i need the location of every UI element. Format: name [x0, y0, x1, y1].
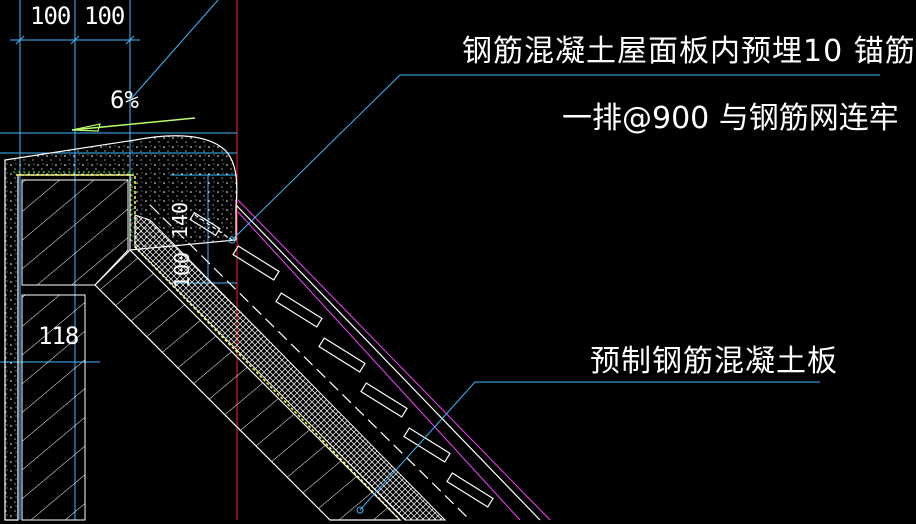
section-svg — [0, 0, 880, 521]
dim-118: 118 — [38, 322, 79, 350]
anchor-note-line1: 钢筋混凝土屋面板内预埋10 锚筋 — [462, 34, 916, 69]
dim-140: 140 — [168, 201, 193, 239]
leader-anchor — [231, 74, 880, 241]
leader-precast — [359, 381, 820, 511]
cyan-diagonal-top — [129, 0, 219, 101]
slab-edge-magenta-1 — [237, 199, 551, 521]
left-wall — [21, 179, 129, 286]
precast-slab-note: 预制钢筋混凝土板 — [590, 344, 838, 379]
dim-100-right: 100 — [84, 2, 125, 30]
dim-slope: 6% — [110, 86, 139, 114]
slab-edge-white — [235, 204, 541, 521]
roof-tiles — [189, 211, 494, 508]
dim-100-vertical: 100 — [170, 251, 195, 289]
anchor-bar — [194, 214, 233, 241]
rebar-dashed — [149, 204, 471, 521]
waterproof-yellow — [16, 174, 401, 521]
left-wall-lower — [21, 294, 86, 521]
dim-100-left: 100 — [30, 2, 71, 30]
slab-edge-magenta-2 — [237, 211, 521, 521]
waterproof-green — [13, 171, 132, 243]
slope-arrow — [71, 117, 196, 131]
sloped-slab — [94, 249, 402, 521]
anchor-note-line2: 一排@900 与钢筋网连牢 — [562, 101, 899, 136]
mesh-layer — [134, 214, 447, 521]
